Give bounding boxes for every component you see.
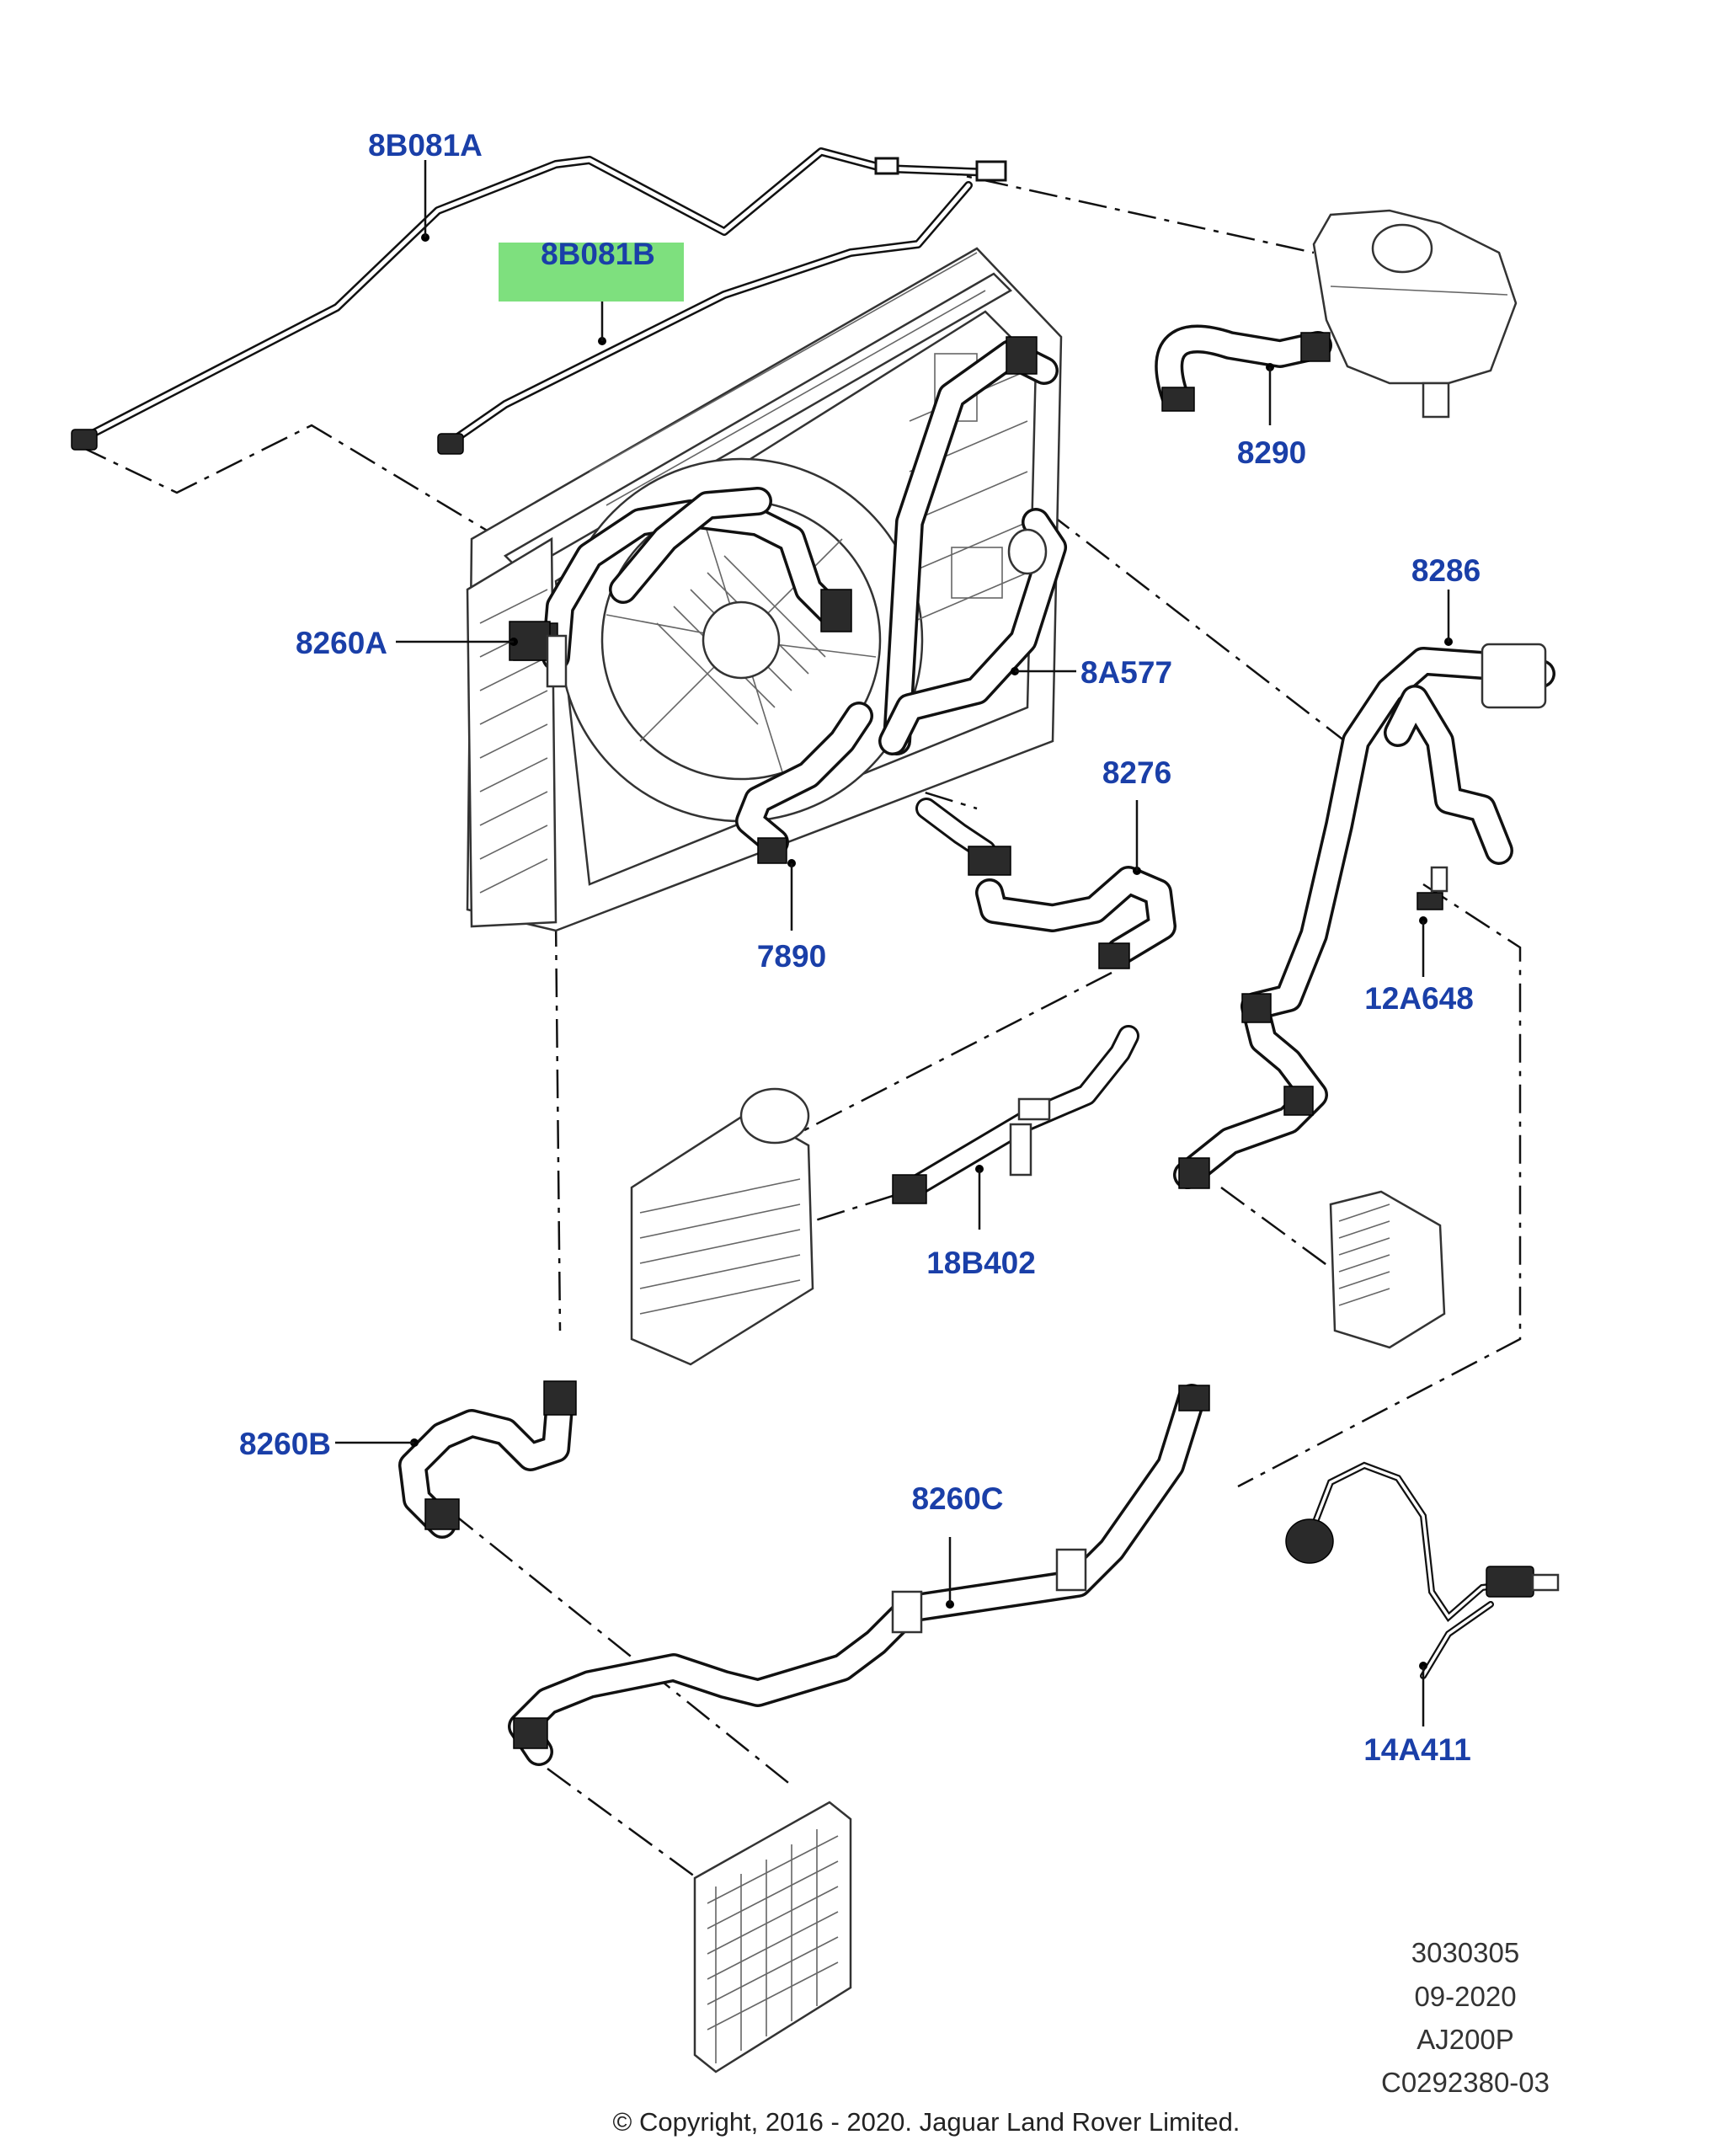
info-line-4: C0292380-03 <box>1381 2067 1550 2098</box>
callout-7890: 7890 <box>757 939 826 974</box>
oil-cooler <box>1329 1190 1446 1349</box>
callout-8b081a: 8B081A <box>368 128 483 163</box>
expansion-tank <box>1312 209 1518 419</box>
callout-8276: 8276 <box>1102 755 1171 790</box>
callout-8a577: 8A577 <box>1080 655 1172 690</box>
callout-labels: 8B081A 8B081B 8290 8286 8260A 8A577 8276… <box>239 128 1481 1767</box>
hose-8276 <box>915 798 1176 969</box>
hose-8a577 <box>878 508 1067 755</box>
callout-8290: 8290 <box>1237 435 1306 470</box>
callout-8260b: 8260B <box>239 1427 331 1461</box>
wiring-harness-14a411 <box>1285 1461 1560 1679</box>
auxiliary-radiator <box>693 1801 852 2073</box>
top-hoses <box>513 336 1059 755</box>
hose-8260c <box>508 1384 1210 1766</box>
info-line-2: 09-2020 <box>1414 1981 1516 2012</box>
callout-highlight <box>499 243 684 302</box>
hose-8260b <box>398 1380 577 1539</box>
callout-8286: 8286 <box>1411 553 1481 588</box>
callout-12a648: 12A648 <box>1364 981 1474 1016</box>
sensor-12a648 <box>1417 866 1449 925</box>
bleed-pipe-8b081b <box>437 181 973 455</box>
hose-7890 <box>735 702 873 867</box>
connector-8260a <box>509 621 568 688</box>
callout-8b081b: 8B081B <box>541 237 655 271</box>
hose-8290 <box>1155 324 1332 412</box>
leader-lines <box>335 160 1450 1726</box>
copyright-notice: © Copyright, 2016 - 2020. Jaguar Land Ro… <box>613 2107 1240 2137</box>
callout-18b402: 18B402 <box>926 1246 1036 1280</box>
radiator-fan-assembly <box>466 247 1063 932</box>
hose-8286 <box>1173 638 1555 1189</box>
bleed-pipe-8b081a <box>71 147 1007 451</box>
info-line-1: 3030305 <box>1411 1937 1519 1968</box>
callout-8260a: 8260A <box>296 626 387 660</box>
info-line-3: AJ200P <box>1417 2024 1514 2055</box>
callout-14a411: 14A411 <box>1363 1732 1471 1767</box>
hose-18b402 <box>892 1025 1139 1204</box>
drawing-info-block: 3030305 09-2020 AJ200P C0292380-03 <box>1381 1937 1550 2098</box>
charge-air-cooler <box>630 1087 814 1366</box>
callout-8260c: 8260C <box>911 1481 1003 1516</box>
